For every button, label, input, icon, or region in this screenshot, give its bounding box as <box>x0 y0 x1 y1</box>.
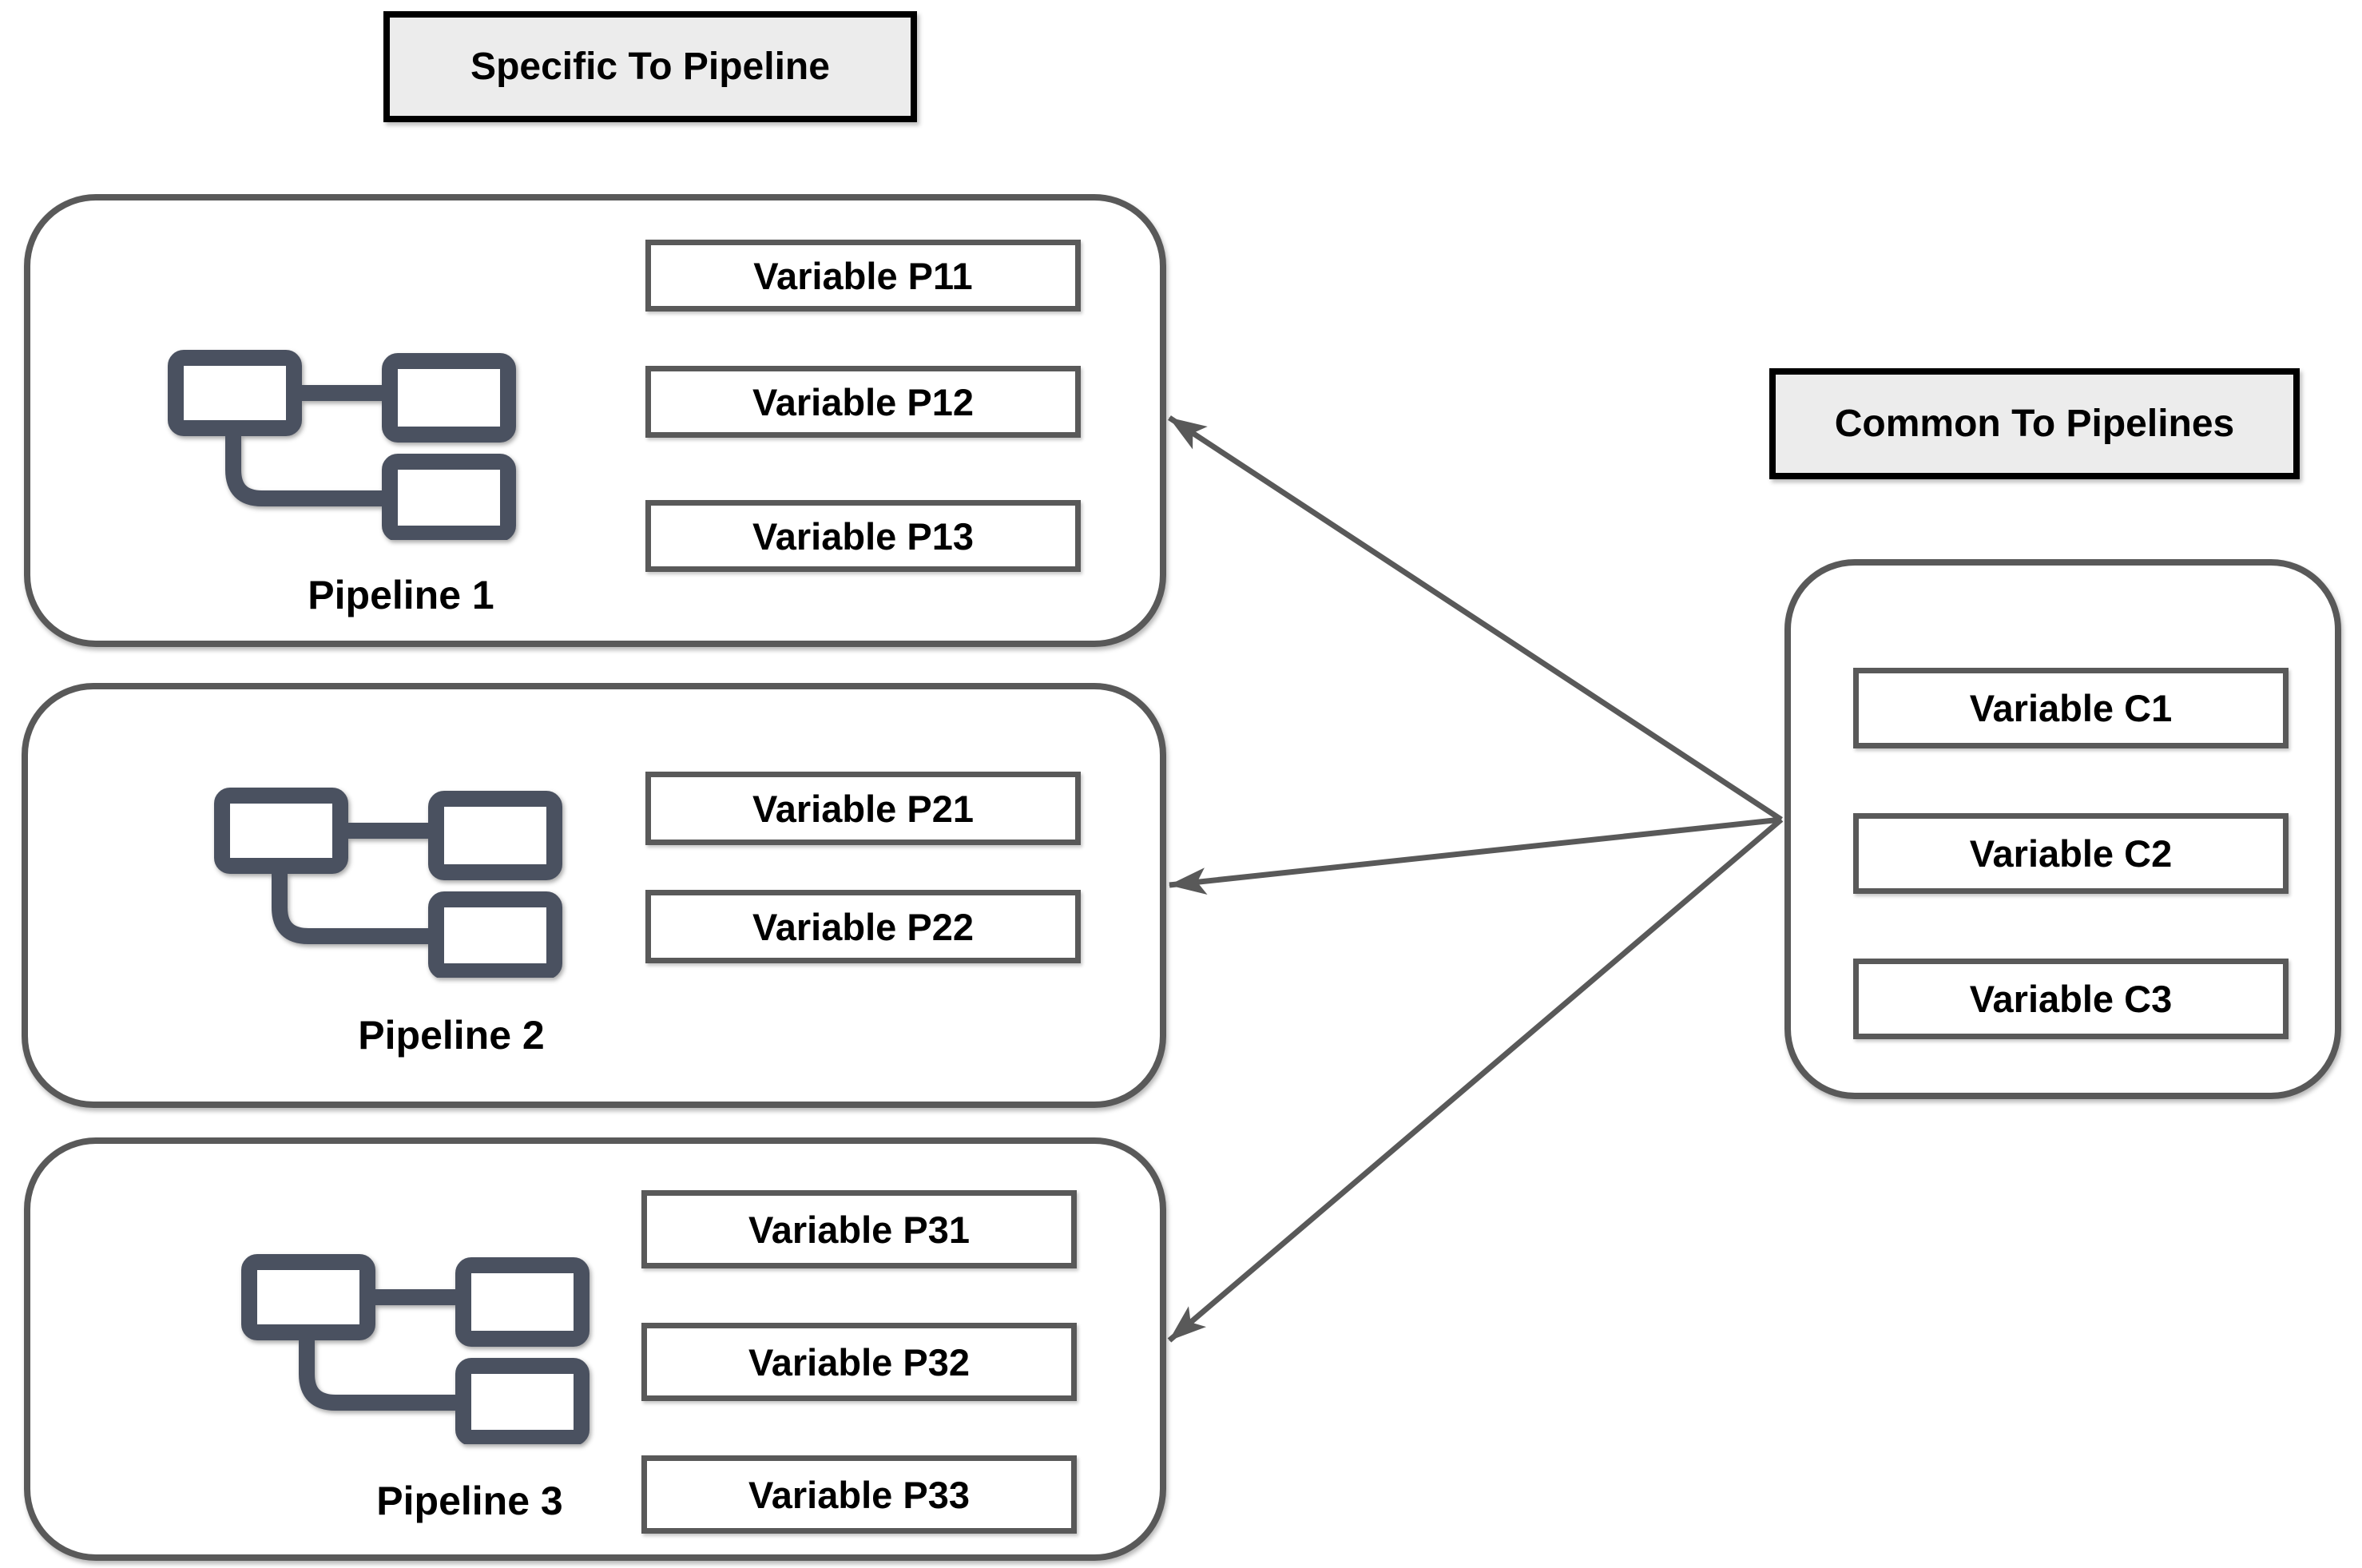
variable-box-p13: Variable P13 <box>645 500 1081 572</box>
variable-p33-label: Variable P33 <box>748 1473 970 1516</box>
pipeline-1-box: Pipeline 1 Variable P11 Variable P12 Var… <box>24 194 1166 647</box>
variable-p31-label: Variable P31 <box>748 1208 970 1251</box>
variable-box-p33: Variable P33 <box>641 1455 1077 1534</box>
variable-p22-label: Variable P22 <box>752 905 974 948</box>
variable-box-c2: Variable C2 <box>1853 813 2289 894</box>
pipeline-3-box: Pipeline 3 Variable P31 Variable P32 Var… <box>24 1137 1166 1561</box>
variable-p12-label: Variable P12 <box>752 380 974 423</box>
common-header-label: Common To Pipelines <box>1834 403 2235 445</box>
variable-c3-label: Variable C3 <box>1969 978 2173 1020</box>
variable-box-p31: Variable P31 <box>641 1190 1077 1268</box>
pipeline-3-label: Pipeline 3 <box>376 1479 563 1523</box>
specific-header-label: Specific To Pipeline <box>470 46 830 88</box>
variable-p13-label: Variable P13 <box>752 514 974 558</box>
pipeline-1-label: Pipeline 1 <box>308 573 494 617</box>
variable-box-p22: Variable P22 <box>645 890 1081 963</box>
variable-c1-label: Variable C1 <box>1969 687 2173 729</box>
variable-box-p11: Variable P11 <box>645 240 1081 312</box>
arrow-to-pipeline-2 <box>1169 816 1782 895</box>
pipeline-2-box: Pipeline 2 Variable P21 Variable P22 <box>22 683 1166 1108</box>
flowchart-icon <box>214 788 562 978</box>
common-variables-box: Variable C1 Variable C2 Variable C3 <box>1784 559 2341 1099</box>
variable-box-p32: Variable P32 <box>641 1323 1077 1401</box>
variable-c2-label: Variable C2 <box>1969 832 2173 875</box>
common-to-pipelines-header: Common To Pipelines <box>1769 368 2300 479</box>
flowchart-icon <box>168 350 516 540</box>
pipeline-2-label: Pipeline 2 <box>358 1013 545 1058</box>
variable-p21-label: Variable P21 <box>752 787 974 830</box>
variable-p32-label: Variable P32 <box>748 1340 970 1383</box>
variable-box-c3: Variable C3 <box>1853 959 2289 1039</box>
variable-p11-label: Variable P11 <box>753 254 973 297</box>
arrow-to-pipeline-1 <box>1168 415 1783 822</box>
specific-to-pipeline-header: Specific To Pipeline <box>383 11 917 122</box>
arrow-to-pipeline-3 <box>1167 817 1784 1343</box>
variable-box-p12: Variable P12 <box>645 366 1081 438</box>
variable-box-p21: Variable P21 <box>645 772 1081 845</box>
variable-box-c1: Variable C1 <box>1853 668 2289 748</box>
flowchart-icon <box>241 1254 590 1444</box>
